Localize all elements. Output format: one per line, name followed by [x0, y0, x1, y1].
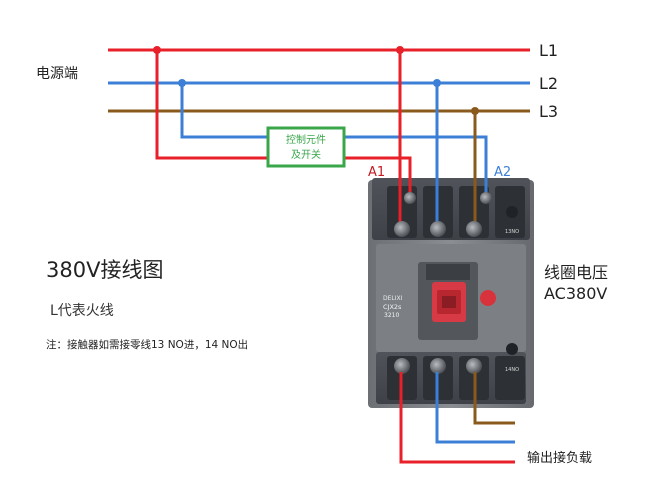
power-source-label: 电源端 [36, 66, 78, 82]
coil-wire-a2 [344, 135, 488, 200]
bus-lines [108, 48, 530, 113]
coil-voltage-value: AC380V [544, 284, 607, 303]
line-label-l2: L2 [539, 74, 558, 93]
coil-wire-a1 [344, 156, 412, 200]
coil-terminal-a1: A1 [368, 165, 385, 180]
contactor: DELIXI CJX2s 3210 13NO 14NO [368, 178, 534, 408]
model-label: CJX2s [383, 303, 402, 311]
output-wire-t3 [473, 372, 515, 425]
junctions [153, 46, 479, 115]
coil-terminal-a2: A2 [494, 165, 511, 180]
line-label-l3: L3 [539, 102, 558, 121]
indicator-light [480, 290, 496, 306]
line-drops [398, 50, 477, 228]
control-wire-red [155, 50, 268, 160]
control-box-frame [266, 126, 346, 168]
aux-top-label: 13NO [505, 229, 519, 235]
output-wire-t1 [399, 372, 515, 464]
output-wires [399, 372, 515, 464]
terminal-slot-aux-bottom [495, 356, 525, 400]
output-label: 输出接负载 [527, 450, 592, 466]
line-label-l1: L1 [539, 41, 558, 60]
control-box-line2: 及开关 [291, 148, 321, 161]
diagram-subtitle: L代表火线 [50, 303, 114, 319]
control-wire-blue-in [180, 83, 268, 139]
control-wires [155, 50, 488, 200]
bottom-screws [394, 358, 482, 374]
output-wire-t2 [435, 372, 515, 444]
aux-bottom-label: 14NO [505, 367, 519, 373]
coil-voltage-label: 线圈电压 [544, 263, 608, 282]
diagram-note: 注：接触器如需接零线13 NO进，14 NO出 [46, 338, 248, 351]
top-screws [394, 192, 492, 237]
diagram-title: 380V接线图 [46, 258, 163, 282]
brand-label: DELIXI [383, 295, 403, 302]
control-box: 控制元件 及开关 [266, 126, 346, 168]
model-code: 3210 [384, 312, 399, 319]
control-box-line1: 控制元件 [286, 133, 326, 146]
